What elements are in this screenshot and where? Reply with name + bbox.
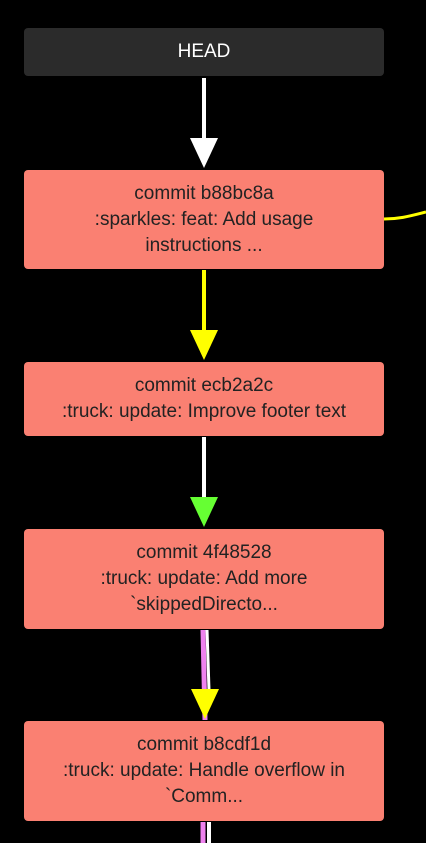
commit-node[interactable]: commit 4f48528 :truck: update: Add more … bbox=[24, 529, 384, 629]
commit-title: commit 4f48528 bbox=[136, 542, 272, 563]
commit-node[interactable]: commit b8cdf1d :truck: update: Handle ov… bbox=[24, 721, 384, 821]
commit-message-line: :truck: update: Add more bbox=[100, 568, 308, 589]
commit-message-line: :sparkles: feat: Add usage bbox=[94, 208, 314, 230]
commit-node[interactable]: commit b88bc8a :sparkles: feat: Add usag… bbox=[24, 170, 384, 269]
commit-message-line: :truck: update: Improve footer text bbox=[61, 401, 347, 422]
commit-title: commit b8cdf1d bbox=[136, 734, 272, 755]
edge-4f48528-to-b8cdf1d-white bbox=[205, 629, 211, 691]
head-node: HEAD bbox=[24, 28, 384, 76]
commit-title: commit ecb2a2c bbox=[134, 375, 274, 396]
arrowhead-head-to-b88bc8a bbox=[190, 138, 218, 168]
head-label: HEAD bbox=[177, 41, 231, 62]
commit-message-line: `Comm... bbox=[164, 786, 244, 807]
commit-message-line: `skippedDirecto... bbox=[130, 594, 278, 615]
commit-title: commit b88bc8a bbox=[134, 182, 274, 204]
arrowhead-4f48528-to-b8cdf1d bbox=[191, 689, 219, 719]
arrowhead-ecb2a2c-to-4f48528 bbox=[190, 497, 218, 527]
arrowhead-b88bc8a-to-ecb2a2c bbox=[190, 330, 218, 360]
commit-message-line: instructions ... bbox=[145, 234, 263, 256]
commit-message-line: :truck: update: Handle overflow in bbox=[63, 760, 345, 781]
edge-b88bc8a-branch-right bbox=[383, 210, 426, 221]
commit-node[interactable]: commit ecb2a2c :truck: update: Improve f… bbox=[24, 362, 384, 436]
